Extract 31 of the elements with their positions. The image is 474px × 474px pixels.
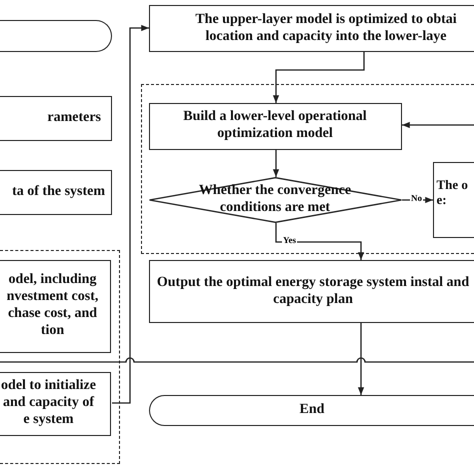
process-box — [432, 162, 474, 238]
decision-text: Whether the convergence conditions are met — [198, 182, 352, 216]
dashed-group-box — [141, 84, 474, 254]
edge-label: Yes — [282, 236, 297, 245]
terminal-label: End — [300, 402, 324, 419]
step-text: odel, including nvestment cost, chase cost, and tion — [6, 272, 100, 340]
arrow — [275, 223, 364, 260]
step-text: rameters — [47, 110, 101, 127]
step-text: ta of the system — [12, 184, 105, 201]
step-text: The upper-layer model is optimized to obtai location and capacity into the lower-laye — [194, 12, 458, 46]
process-box — [0, 170, 112, 215]
step-text: The o e: — [436, 176, 469, 208]
process-box — [148, 102, 402, 150]
decision-diamond — [148, 176, 402, 222]
process-box — [0, 372, 110, 436]
step-text: odel to initialize and capacity of e system — [0, 378, 97, 429]
arrow — [112, 24, 149, 404]
arrow — [358, 323, 364, 395]
step-text: Build a lower-level operational optimization model — [182, 109, 368, 143]
process-box — [0, 260, 110, 352]
arrow — [272, 150, 280, 177]
terminal-shape — [0, 20, 112, 52]
terminal-shape — [149, 395, 474, 426]
process-box — [0, 96, 112, 141]
arrow — [402, 122, 474, 128]
process-box — [149, 260, 474, 323]
edge-label: No — [410, 194, 423, 203]
step-text: Output the optimal energy storage system instal and capacity plan — [156, 275, 470, 309]
dashed-group-box — [0, 250, 120, 464]
process-box — [149, 5, 474, 52]
arrow — [272, 52, 365, 103]
